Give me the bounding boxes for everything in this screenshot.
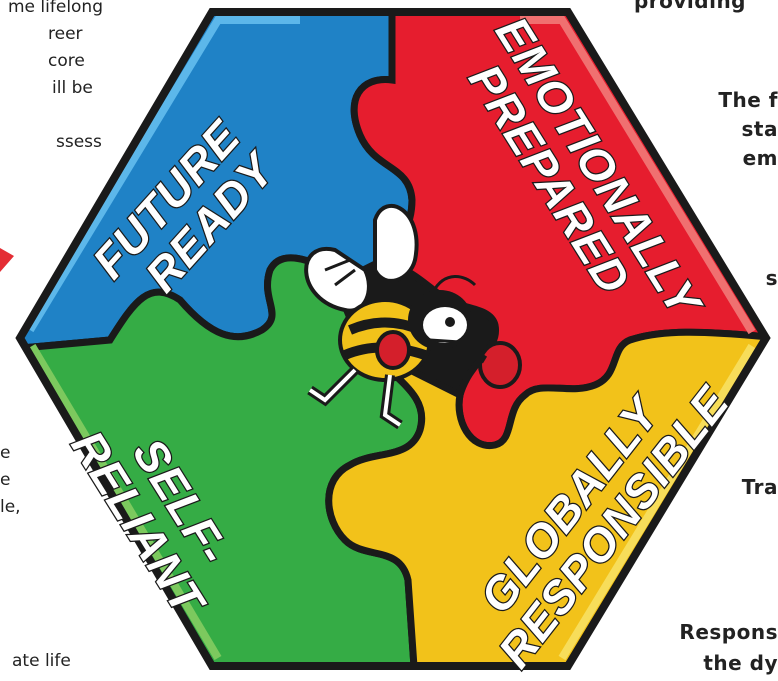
right-line: sta [741,117,778,141]
hexagon-border [15,8,771,670]
right-line: The f [718,88,778,112]
edge-highlight [28,343,222,661]
right-line: providing [633,0,746,13]
edge-highlight [558,343,756,661]
left-line: e [0,470,11,490]
left-line: ate life [12,651,71,671]
left-line: e [0,443,11,463]
right-line: em [742,146,778,170]
left-line: le, [0,497,21,517]
left-line: reer [48,24,83,44]
right-line: the dy [703,651,778,675]
left-text-top: me lifelong reer core ill be ssess [8,0,103,156]
right-text-tra: Tra [742,474,778,501]
red-arrow-fragment-icon [0,248,14,272]
right-text-upper: The f sta em [718,86,778,173]
left-line: core [48,51,85,71]
right-line: s [765,266,778,290]
right-text-bottom: Respons the dy [679,617,778,679]
left-text-bottom: ate life [12,648,71,675]
left-line: ssess [56,132,102,152]
right-text-s: s [766,265,778,292]
hornet-boxer-mascot-icon [304,203,522,430]
left-text-middle: e e le, [0,440,21,521]
right-text-top: providing [634,0,746,15]
right-line: Respons [679,620,778,644]
edge-highlight [26,16,300,333]
right-line: Tra [741,475,778,499]
left-line: ill be [52,78,93,98]
left-line: me lifelong [8,0,104,17]
edge-highlight [520,16,756,335]
